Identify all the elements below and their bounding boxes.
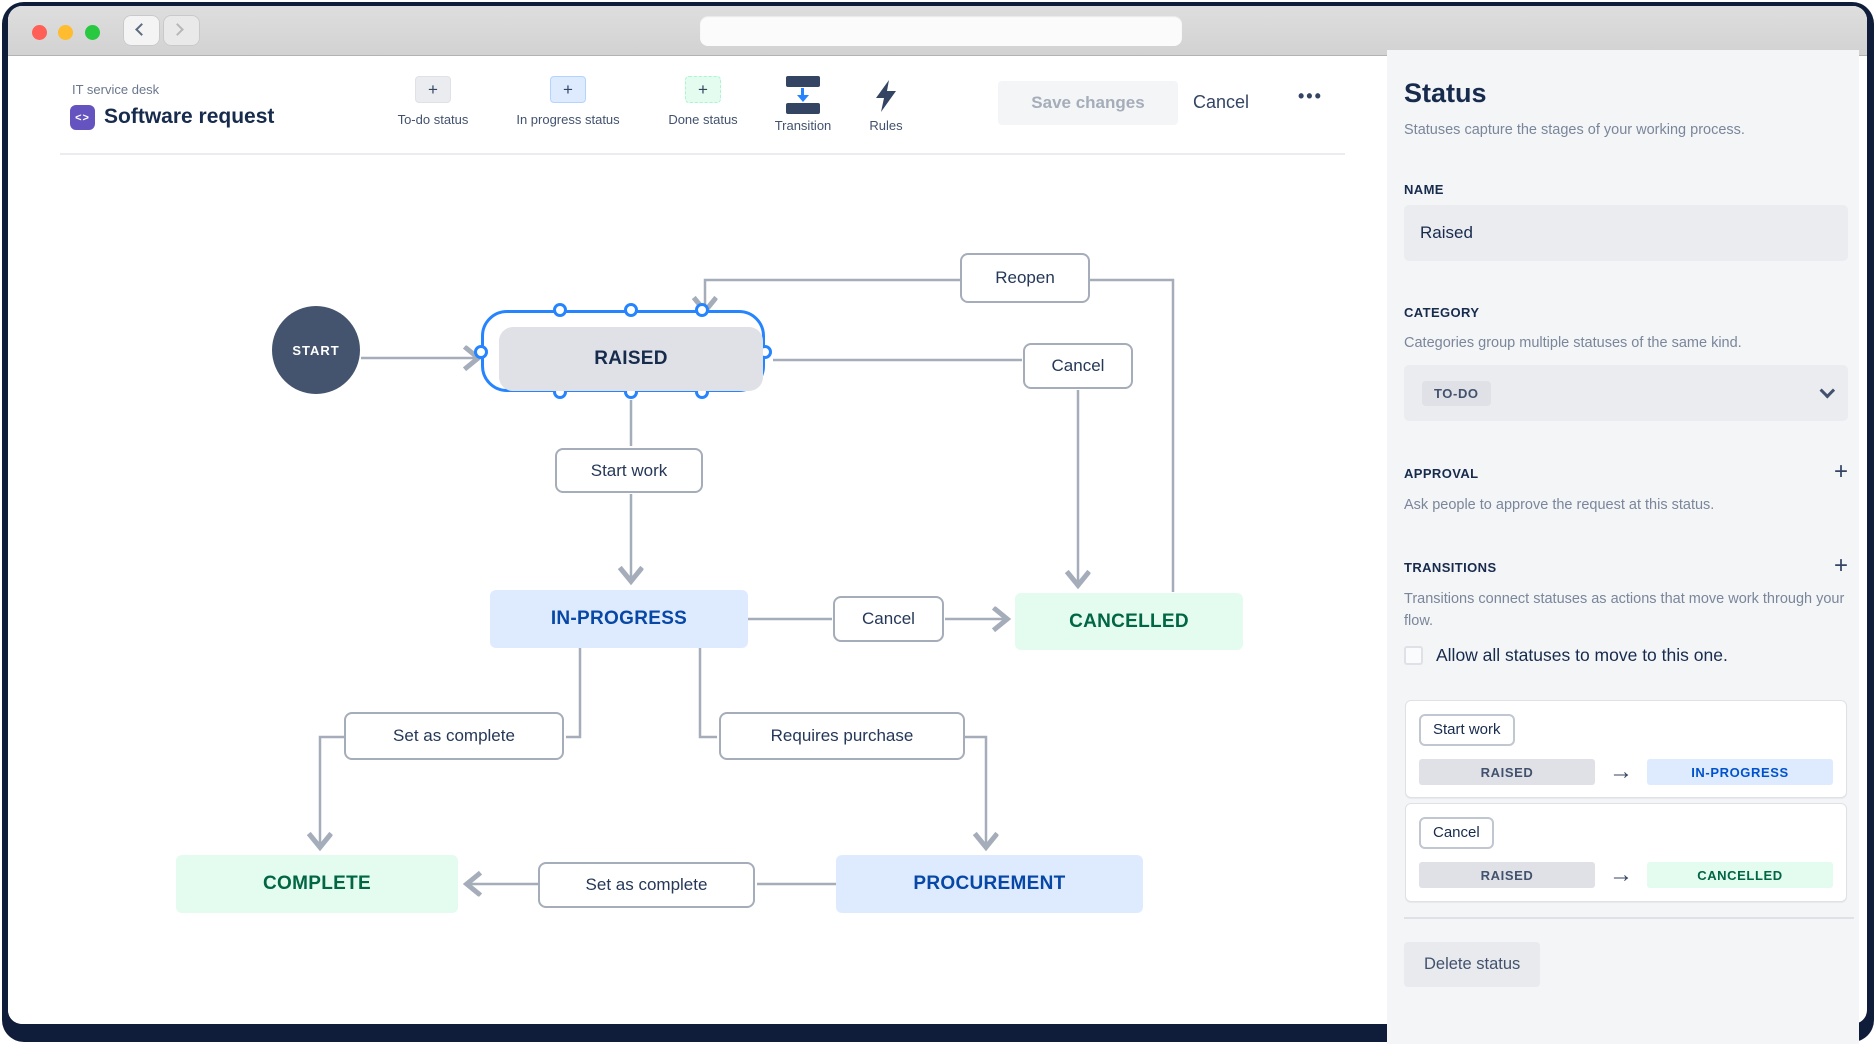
- transition-label-start-work[interactable]: Start work: [555, 448, 703, 493]
- status-node-in-progress[interactable]: IN-PROGRESS: [490, 590, 748, 648]
- allow-all-checkbox[interactable]: [1404, 646, 1423, 665]
- save-changes-button[interactable]: Save changes: [998, 81, 1178, 125]
- add-approval-button[interactable]: +: [1833, 458, 1848, 485]
- more-options-button[interactable]: •••: [1298, 86, 1323, 106]
- category-dropdown[interactable]: TO-DO: [1404, 365, 1848, 421]
- status-node-complete[interactable]: COMPLETE: [176, 855, 458, 913]
- chevron-left-icon: [135, 23, 148, 36]
- add-done-status-button[interactable]: + Done status: [653, 76, 753, 127]
- project-name: IT service desk: [72, 82, 160, 97]
- category-help: Categories group multiple statuses of th…: [1404, 335, 1742, 351]
- workflow-title: Software request: [104, 105, 275, 128]
- minimize-window-button[interactable]: [58, 25, 73, 40]
- plus-icon: +: [550, 76, 586, 103]
- category-label: CATEGORY: [1404, 305, 1480, 320]
- zoom-window-button[interactable]: [85, 25, 100, 40]
- transitions-help: Transitions connect statuses as actions …: [1404, 591, 1845, 629]
- resize-handle[interactable]: [624, 303, 638, 317]
- toolbar-label: Rules: [869, 118, 903, 133]
- approval-label: APPROVAL: [1404, 466, 1479, 481]
- chevron-right-icon: [171, 23, 184, 36]
- transition-label-cancel-mid[interactable]: Cancel: [833, 596, 944, 642]
- name-label: NAME: [1404, 182, 1444, 197]
- close-window-button[interactable]: [32, 25, 47, 40]
- resize-handle[interactable]: [695, 303, 709, 317]
- add-todo-status-button[interactable]: + To-do status: [383, 76, 483, 127]
- to-status-badge: IN-PROGRESS: [1647, 759, 1833, 785]
- chevron-down-icon: [1819, 382, 1836, 398]
- transition-label-set-as-complete[interactable]: Set as complete: [344, 712, 564, 760]
- rules-button[interactable]: Rules: [856, 76, 916, 133]
- transition-name-chip[interactable]: Cancel: [1419, 817, 1494, 849]
- arrow-right-icon: →: [1609, 861, 1633, 888]
- add-transition-button[interactable]: Transition: [763, 76, 843, 133]
- browser-chrome: [8, 6, 1867, 56]
- transition-label-reopen[interactable]: Reopen: [960, 253, 1090, 303]
- arrow-right-icon: →: [1609, 758, 1633, 785]
- panel-title: Status: [1404, 78, 1487, 108]
- add-transition-panel-button[interactable]: +: [1833, 552, 1848, 579]
- transition-label-requires-purchase[interactable]: Requires purchase: [719, 712, 965, 760]
- transition-label-cancel-top[interactable]: Cancel: [1023, 343, 1133, 389]
- category-value-badge: TO-DO: [1422, 380, 1491, 406]
- panel-subtitle: Statuses capture the stages of your work…: [1404, 122, 1745, 138]
- allow-all-label: Allow all statuses to move to this one.: [1436, 645, 1728, 665]
- toolbar-label: Done status: [668, 112, 738, 127]
- status-node-cancelled[interactable]: CANCELLED: [1015, 593, 1243, 650]
- forward-button[interactable]: [163, 15, 200, 46]
- start-node[interactable]: START: [272, 306, 360, 394]
- delete-status-button[interactable]: Delete status: [1404, 942, 1541, 987]
- cancel-button[interactable]: Cancel: [1193, 92, 1250, 112]
- transition-card-start-work[interactable]: Start work RAISED → IN-PROGRESS: [1405, 700, 1847, 798]
- allow-all-row: Allow all statuses to move to this one.: [1404, 645, 1728, 666]
- transition-label-set-as-complete-2[interactable]: Set as complete: [538, 862, 755, 908]
- status-name-input[interactable]: [1404, 205, 1848, 261]
- transitions-label: TRANSITIONS: [1404, 560, 1497, 575]
- toolbar-label: Transition: [774, 118, 832, 133]
- status-node-raised[interactable]: RAISED: [499, 327, 763, 391]
- approval-help: Ask people to approve the request at thi…: [1404, 497, 1715, 513]
- status-node-procurement[interactable]: PROCUREMENT: [836, 855, 1143, 913]
- panel-divider: [1404, 917, 1854, 919]
- add-inprogress-status-button[interactable]: + In progress status: [503, 76, 633, 127]
- resize-handle[interactable]: [474, 345, 488, 359]
- resize-handle[interactable]: [553, 303, 567, 317]
- toolbar-label: To-do status: [397, 112, 469, 127]
- lightning-bolt-icon: [869, 76, 903, 116]
- project-icon: <>: [70, 105, 95, 130]
- toolbar-label: In progress status: [516, 112, 620, 127]
- plus-icon: +: [415, 76, 451, 103]
- url-bar[interactable]: [700, 16, 1182, 46]
- transition-name-chip[interactable]: Start work: [1419, 714, 1515, 746]
- from-status-badge: RAISED: [1419, 862, 1595, 888]
- plus-icon: +: [685, 76, 721, 103]
- back-button[interactable]: [123, 15, 160, 46]
- from-status-badge: RAISED: [1419, 759, 1595, 785]
- transition-icon: [786, 76, 820, 114]
- transition-card-cancel[interactable]: Cancel RAISED → CANCELLED: [1405, 803, 1847, 902]
- to-status-badge: CANCELLED: [1647, 862, 1833, 888]
- header-divider: [60, 153, 1345, 155]
